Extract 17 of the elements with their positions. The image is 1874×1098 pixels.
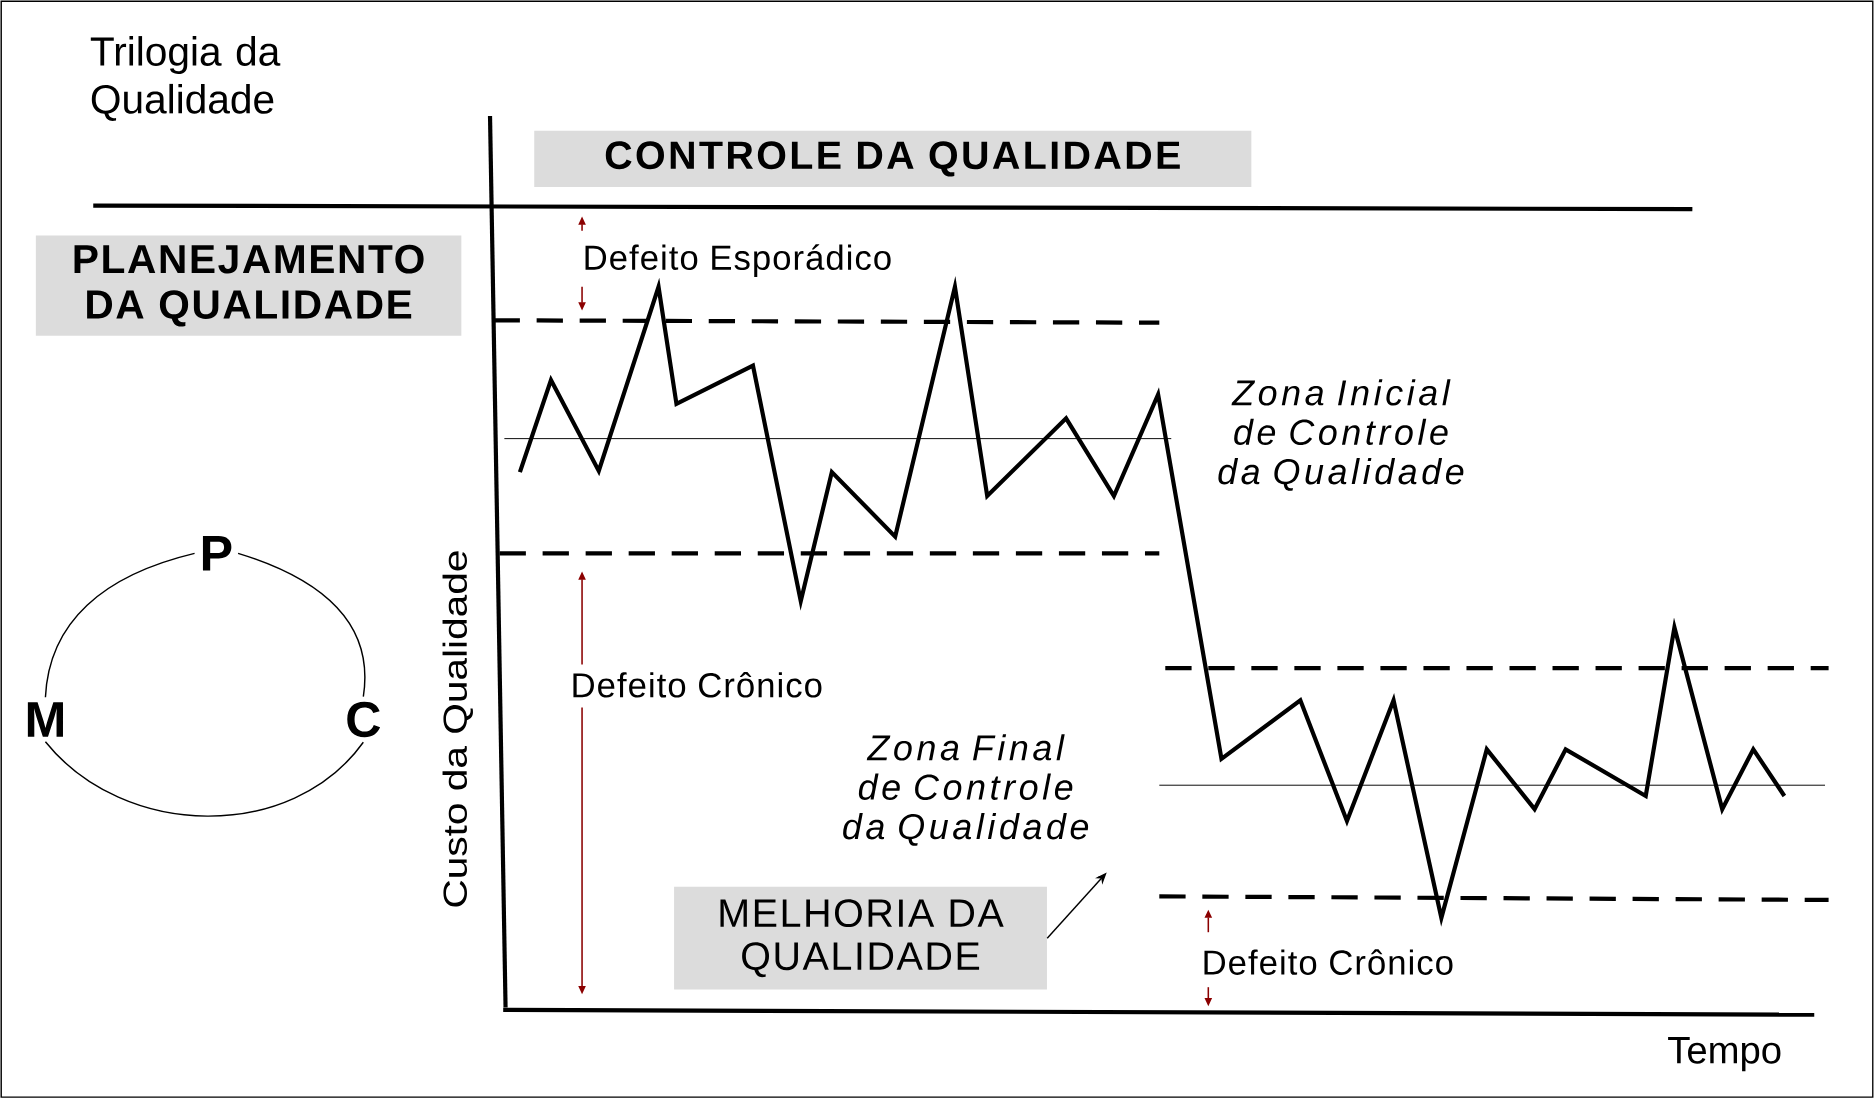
cycle-letter: M [27,702,63,737]
annotation-text: Defeito Esporádico [585,244,891,277]
connector-line [44,552,196,698]
axis-label: Tempo [1668,1036,1781,1072]
cycle-letter: P [202,535,232,571]
connector-line [237,552,366,698]
diagram-title: Trilogia da Qualidade [90,35,281,121]
zone-label: Zona Final de Controle da Qualidade [843,734,1089,846]
connector-line [44,740,365,817]
annotation-text: Defeito Crônico [568,669,826,700]
annotation-text: Defeito Crônico [1204,949,1453,975]
axis-label: Custo da Qualidade [442,551,473,907]
title-box: CONTROLE DA QUALIDADE [534,130,1252,187]
zone-label: Zona Inicial de Controle da Qualidade [1218,379,1464,491]
cycle-letter: C [347,701,381,738]
title-box: PLANEJAMENTO DA QUALIDADE [35,235,462,336]
title-box: MELHORIA DA QUALIDADE [674,886,1047,990]
